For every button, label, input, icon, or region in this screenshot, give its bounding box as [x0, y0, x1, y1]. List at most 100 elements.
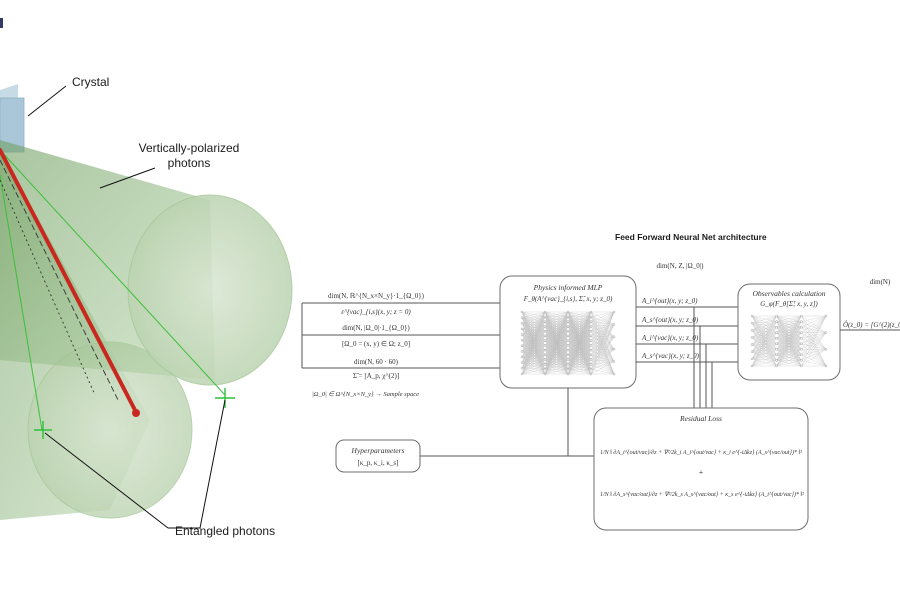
- right-dim-label: dim(N): [870, 278, 891, 286]
- network-node: [824, 314, 828, 318]
- network-node: [566, 310, 570, 314]
- network-edge: [590, 311, 615, 322]
- network-node: [800, 337, 803, 340]
- network-edge: [567, 354, 592, 375]
- network-edge: [521, 311, 546, 327]
- hyper-to-mlp-line: [420, 388, 569, 457]
- network-node: [543, 353, 547, 357]
- network-edge: [567, 311, 592, 317]
- network-edge: [590, 326, 615, 362]
- network-node: [612, 323, 616, 326]
- network-node: [543, 363, 547, 366]
- hyperparameters-title: Hyperparameters: [351, 446, 405, 455]
- observables-box-frame: [737, 283, 841, 381]
- network-edge: [521, 326, 546, 375]
- network-edge: [521, 311, 546, 335]
- hyperparameters-expr: [κ_p, κ_i, κ_s]: [358, 459, 399, 467]
- sample-space-note: |Ω_0| ∈ Ω^{N_x×N_y} → Sample space: [312, 391, 419, 398]
- network-edge: [776, 315, 802, 322]
- network-edge: [544, 311, 569, 341]
- network-edge: [590, 324, 615, 365]
- network-edge: [801, 360, 827, 367]
- residual-plus: +: [699, 468, 704, 477]
- network-node: [589, 348, 593, 352]
- network-edge: [776, 315, 802, 350]
- network-edge: [590, 311, 615, 360]
- network-edge: [751, 315, 777, 359]
- network-edge: [751, 321, 777, 359]
- network-edge: [521, 317, 546, 322]
- network-edge: [521, 326, 546, 358]
- network-edge: [544, 311, 569, 327]
- network-edge: [590, 361, 615, 375]
- network-edge: [567, 311, 592, 355]
- network-node: [589, 363, 593, 366]
- network-edge: [544, 311, 569, 360]
- network-edge: [544, 364, 569, 375]
- network-edge: [590, 316, 615, 350]
- network-edge: [590, 321, 615, 350]
- network-node: [800, 342, 803, 345]
- mlp-expr: F_θ(A^{vac}_{i,s}, Σ̃, x, y; z_0): [523, 295, 613, 303]
- network-edge: [590, 345, 615, 375]
- network-edge: [521, 323, 546, 332]
- network-edge: [751, 338, 777, 352]
- network-node: [543, 344, 547, 347]
- network-node: [775, 337, 778, 340]
- network-edge: [567, 311, 592, 365]
- network-edge: [521, 311, 546, 358]
- network-edge: [521, 311, 546, 330]
- network-edge: [751, 358, 777, 367]
- network-edge: [521, 323, 546, 336]
- network-edge: [544, 335, 569, 375]
- output-fields: A_i^{out}(x, y; z_0) A_s^{out}(x, y; z_0…: [636, 297, 738, 408]
- network-edge: [751, 321, 777, 352]
- network-edge: [751, 344, 777, 361]
- network-node: [750, 336, 754, 339]
- network-node: [543, 334, 547, 338]
- network-edge: [776, 332, 802, 367]
- network-edge: [751, 315, 777, 338]
- input-block: dim(N, ℝ^{N_x×N_y}·1_{Ω_0}) ε^{vac}_{i,s…: [301, 292, 500, 398]
- network-edge: [751, 354, 777, 367]
- network-node: [750, 321, 754, 325]
- network-edge: [590, 324, 615, 370]
- network-edge: [590, 324, 615, 336]
- network-edge: [801, 349, 827, 356]
- network-edge: [521, 369, 546, 375]
- network-node: [750, 364, 754, 368]
- network-node: [566, 334, 570, 338]
- network-edge: [521, 311, 546, 322]
- residual-loss-title: Residual Loss: [679, 414, 722, 423]
- network-node: [566, 329, 570, 333]
- network-edge: [521, 364, 546, 375]
- network-edge: [590, 350, 615, 375]
- output-3: A_i^{vac}(x, y; z_0): [641, 334, 699, 342]
- network-edge: [590, 311, 615, 355]
- network-edge: [801, 315, 827, 355]
- observables-title: Observables calculation: [752, 289, 825, 298]
- network-node: [775, 320, 778, 323]
- network-node: [520, 361, 524, 364]
- network-edge: [751, 332, 777, 345]
- network-node: [566, 368, 570, 371]
- network-edge: [544, 311, 569, 370]
- residual-loss-frame: [593, 407, 809, 531]
- network-edge: [544, 359, 569, 375]
- network-edge: [521, 330, 546, 363]
- network-edge: [590, 324, 615, 332]
- photons-leader: [99, 167, 156, 189]
- network-edge: [521, 335, 546, 369]
- network-edge: [567, 350, 592, 375]
- network-edge: [567, 311, 592, 336]
- network-edge: [751, 358, 777, 361]
- network-edge: [544, 311, 569, 365]
- network-node: [824, 364, 828, 368]
- network-edge: [751, 351, 777, 356]
- network-edge: [751, 327, 777, 367]
- entangled-leader-right: [168, 399, 226, 529]
- beam-endpoint: [132, 409, 140, 417]
- network-node: [566, 325, 570, 328]
- network-edge: [751, 315, 777, 352]
